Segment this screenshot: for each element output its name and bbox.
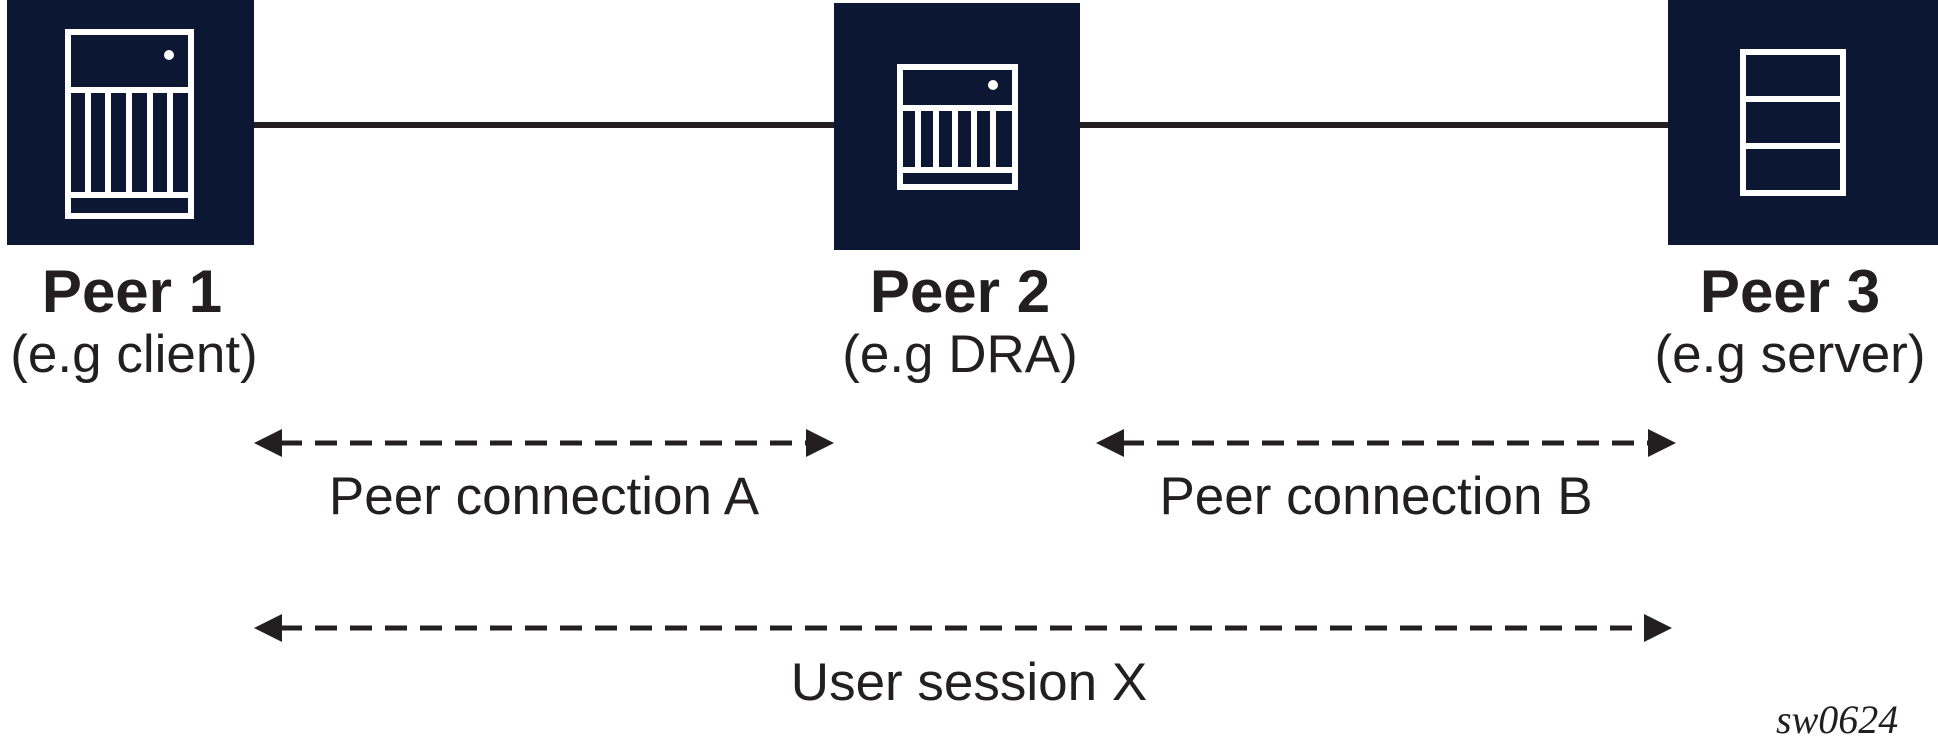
peer2-node [834,3,1080,250]
peer-connection-b-label: Peer connection B [1159,467,1593,526]
peer3-node [1668,0,1938,245]
peer-connection-a-label: Peer connection A [328,467,760,526]
server-tower-icon [65,29,194,219]
peer1-title: Peer 1 [41,258,223,325]
server-tower-icon [897,64,1018,190]
user-session-arrow [254,614,1672,642]
peer-connection-b-arrow [1096,429,1676,457]
user-session-label: User session X [790,653,1148,712]
figure-id: sw0624 [1776,697,1899,742]
peer3-role: (e.g server) [1654,325,1926,384]
peer-connection-a-arrow [254,429,834,457]
peer2-title: Peer 2 [869,258,1051,325]
peer1-node [7,0,254,245]
peer1-role: (e.g client) [10,325,258,384]
peer2-role: (e.g DRA) [842,325,1078,384]
server-rack-icon [1740,49,1846,196]
peer3-title: Peer 3 [1699,258,1881,325]
